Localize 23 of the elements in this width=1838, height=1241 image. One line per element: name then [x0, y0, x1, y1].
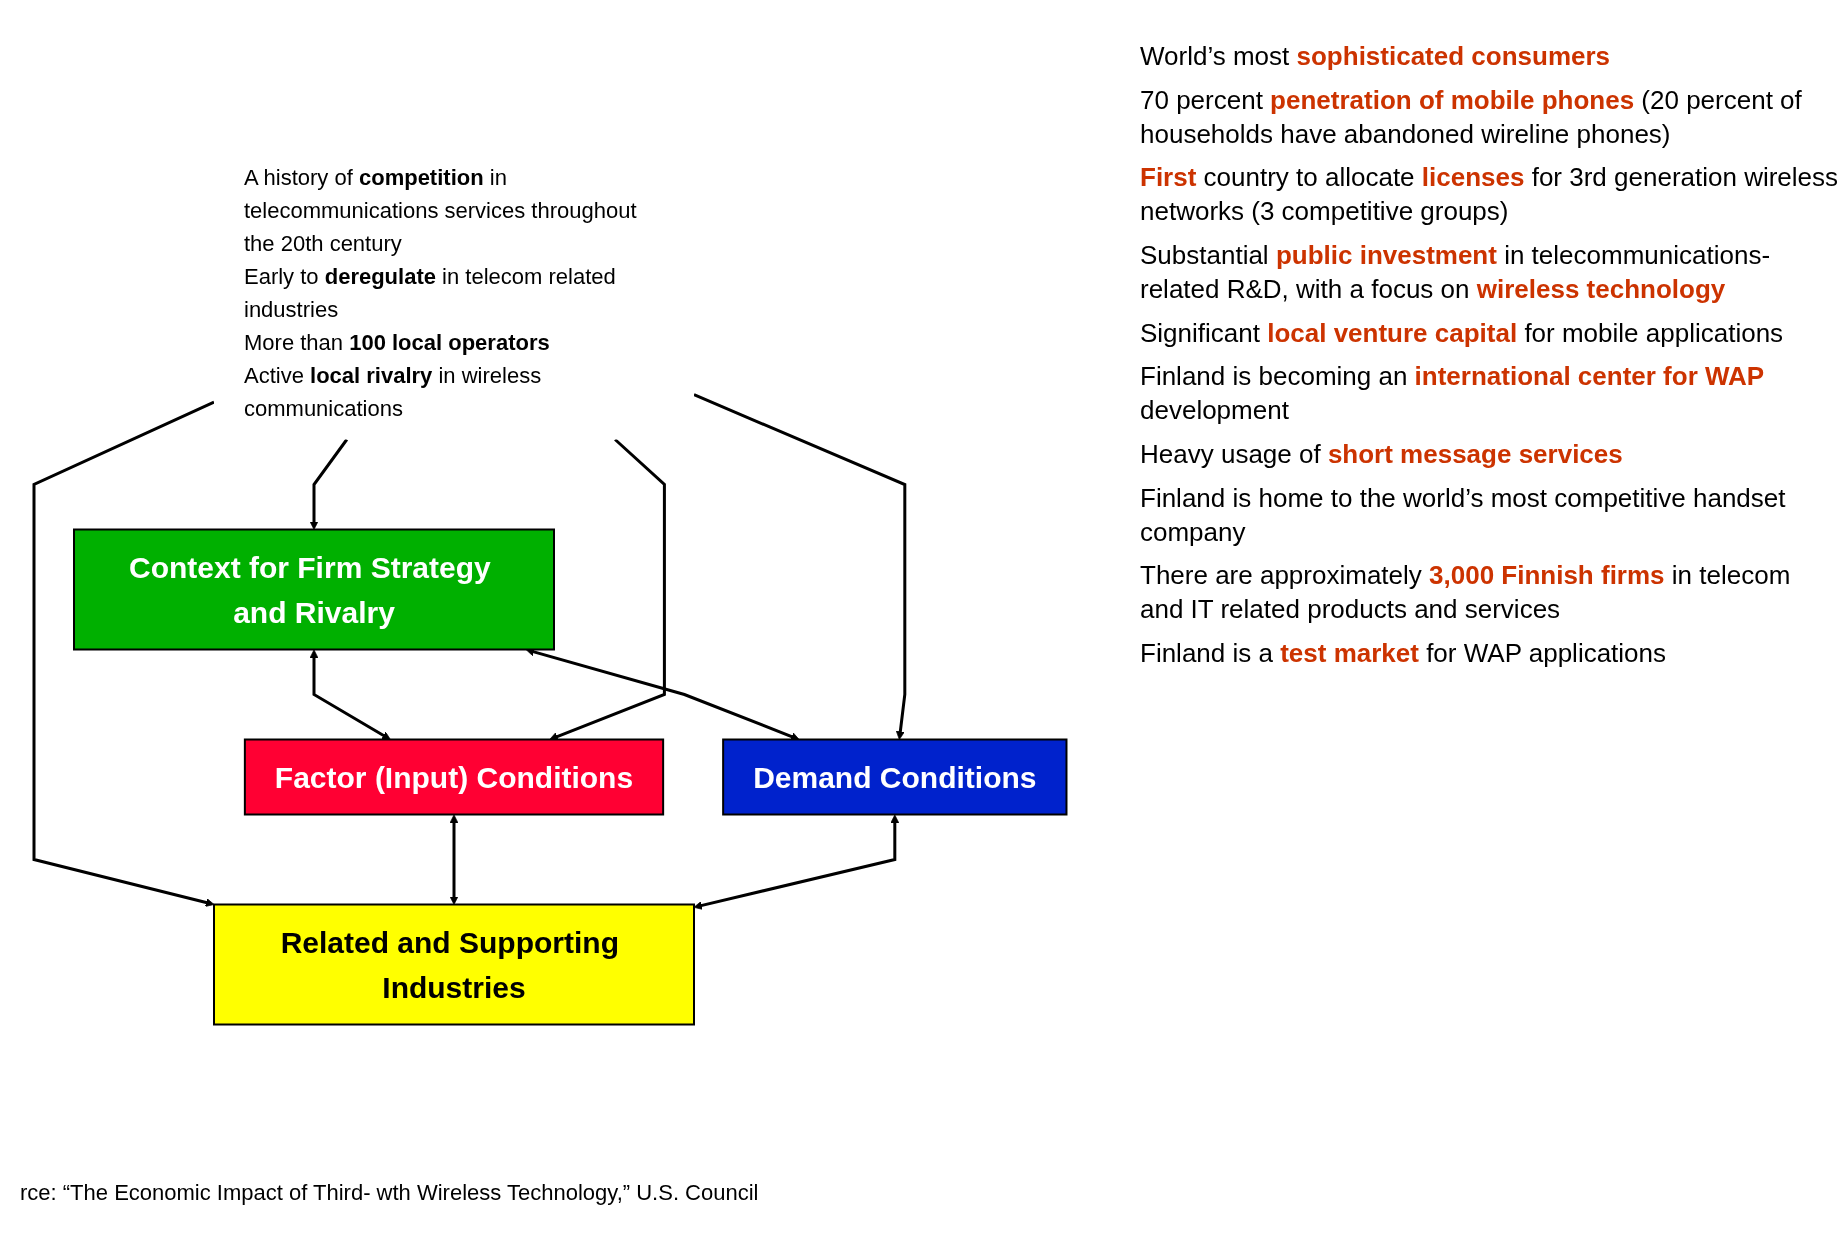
node-text: A history of competition in telecommunications services throughout the 20th century Early to deregulate in telecom related industries More than 100 local operators Active local rivalry in wireless communications — [243, 164, 637, 421]
arrow — [449, 814, 459, 905]
bullet-point: Significant local venture capital for mobile applications — [1140, 316, 1785, 350]
bullet-point: Finland is a test market for WAP applications — [1140, 636, 1668, 670]
bullet-point: World’s most sophisticated consumers — [1140, 40, 1612, 73]
node-box: Demand Conditions — [721, 738, 1068, 816]
bullet-point: First country to allocate licenses for 3rd generation wireless networks (3 competitive groups) — [1140, 161, 1838, 229]
arrow — [309, 649, 391, 740]
bullet-point: There are approximately 3,000 Finnish firms in telecom and IT related products and services — [1140, 559, 1792, 627]
arrow — [693, 814, 899, 910]
node-box: Related and Supporting Industries — [212, 903, 695, 1026]
arrow — [309, 438, 348, 530]
arrow — [693, 393, 907, 740]
bullet-point: 70 percent penetration of mobile phones (20 percent of households have abandoned wireline phones) — [1140, 83, 1803, 151]
source-caption: rce: “The Economic Impact of Third- wth Wireless Technology,” U.S. Council — [20, 1180, 759, 1206]
node-box: Factor (Input) Conditions — [243, 738, 664, 816]
arrow — [32, 400, 215, 907]
bullet-point: Heavy usage of short message services — [1140, 437, 1624, 471]
bullet-point: Finland is becoming an international center for WAP development — [1140, 360, 1766, 428]
arrow — [549, 438, 666, 741]
node-box: Context for Firm Strategy and Rivalry — [72, 528, 555, 651]
bullet-point: Substantial public investment in telecommunications-related R&D, with a focus on wireless technology — [1140, 239, 1772, 306]
bullet-point: Finland is home to the world’s most competitive handset company — [1140, 481, 1787, 549]
